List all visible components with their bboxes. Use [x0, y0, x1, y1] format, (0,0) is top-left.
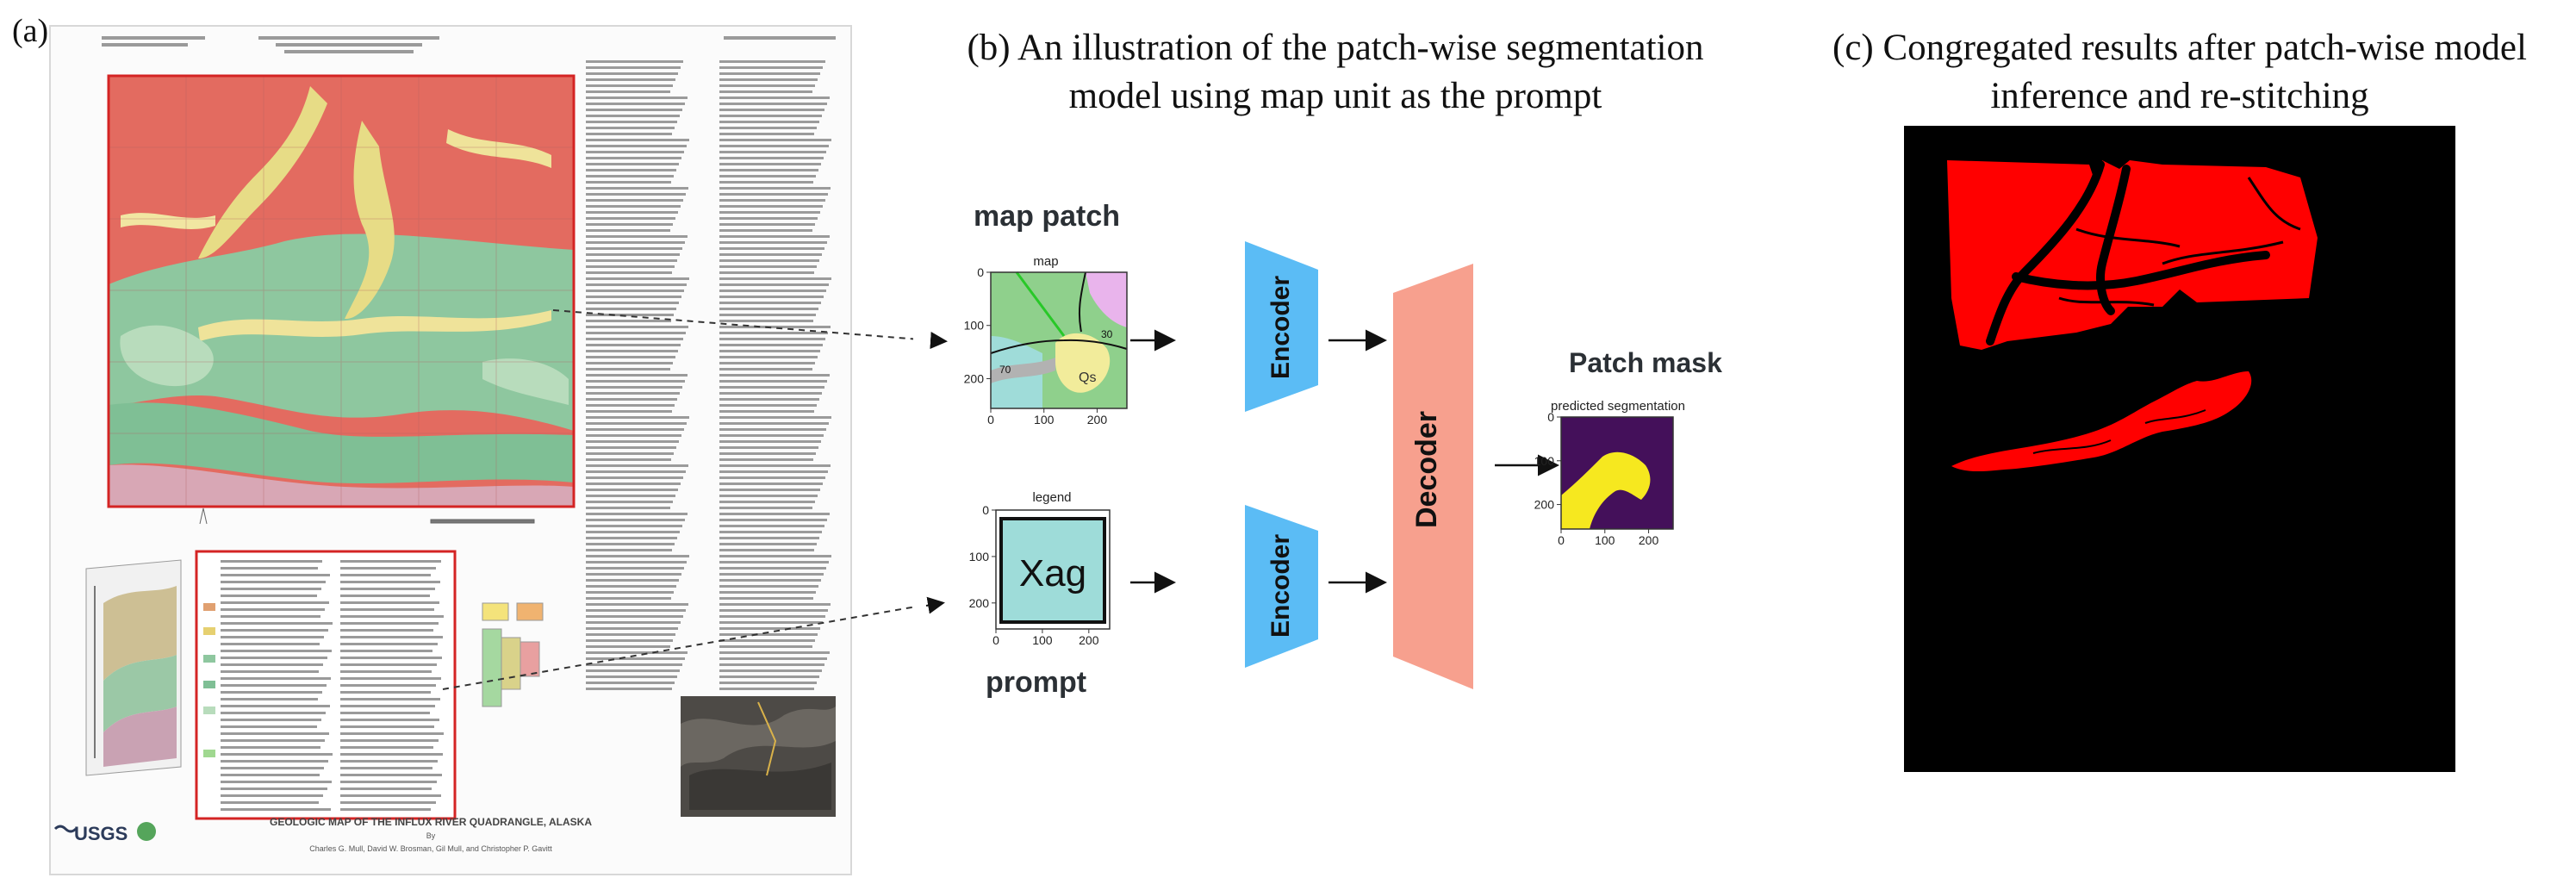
poster-authors: Charles G. Mull, David W. Brosman, Gil M… [309, 844, 552, 853]
map-patch-image: Qs 30 70 [990, 271, 1128, 409]
patch-mask-label: Patch mask [1569, 347, 1722, 378]
x-tick-label: 0 [992, 633, 999, 647]
encoder-top-label: Encoder [1266, 276, 1295, 379]
outcrop-photo [681, 696, 836, 817]
legend-text: Xag [1019, 552, 1086, 595]
panel-c-title: (c) Congregated results after patch-wise… [1792, 24, 2567, 121]
y-tick-label: 200 [964, 371, 985, 385]
mask-inset-title: predicted segmentation [1551, 399, 1685, 414]
svg-text:70: 70 [999, 364, 1011, 376]
x-tick-label: 100 [1034, 413, 1055, 426]
encoder-top [1245, 241, 1318, 412]
x-tick-label: 200 [1087, 413, 1108, 426]
panel-c-title-line2: inference and re-stitching [1990, 76, 2369, 116]
decoder [1393, 264, 1473, 689]
panel-a-label: (a) [12, 13, 49, 49]
x-tick-label: 200 [1079, 633, 1099, 647]
panel-b-title: (b) An illustration of the patch-wise se… [922, 24, 1749, 121]
stitched-result [1904, 126, 2455, 772]
y-tick-label: 200 [969, 596, 990, 610]
poster-byline: By [426, 831, 436, 840]
y-tick-label: 0 [1547, 410, 1554, 424]
panel-b-title-line1: (b) An illustration of the patch-wise se… [967, 28, 1704, 68]
map-inset-title: map [1033, 254, 1058, 269]
cross-section [85, 559, 182, 776]
encoder-bottom [1245, 505, 1318, 668]
usgs-logo: USGS [53, 822, 156, 844]
predicted-mask-image [1560, 416, 1674, 530]
poster-text-columns [586, 60, 831, 690]
x-tick-label: 100 [1032, 633, 1053, 647]
legend-connector-line [442, 606, 913, 690]
prompt-label: prompt [986, 666, 1086, 699]
x-tick-label: 200 [1639, 533, 1659, 547]
result-region-top [1947, 160, 2318, 350]
panel-c-title-line1: (c) Congregated results after patch-wise… [1832, 28, 2527, 68]
decoder-label: Decoder [1410, 411, 1443, 528]
y-tick-label: 0 [982, 503, 989, 517]
x-tick-label: 0 [1558, 533, 1565, 547]
x-tick-label: 0 [987, 413, 994, 426]
svg-text:30: 30 [1101, 328, 1113, 340]
prompt-legend-image: Xag [995, 509, 1111, 630]
y-tick-label: 100 [969, 550, 990, 563]
map-connector-line [552, 309, 913, 340]
svg-text:Qs: Qs [1079, 370, 1096, 385]
legend-inset-title: legend [1032, 490, 1071, 505]
geologic-map-area [107, 74, 576, 508]
map-patch-label: map patch [974, 200, 1120, 233]
result-region-bottom [1951, 371, 2252, 472]
y-tick-label: 100 [1534, 454, 1555, 468]
svg-text:USGS: USGS [74, 823, 128, 844]
x-tick-label: 100 [1595, 533, 1615, 547]
geologic-map-poster: GEOLOGIC MAP OF THE INFLUX RIVER QUADRAN… [49, 25, 913, 875]
panel-b-title-line2: model using map unit as the prompt [1068, 76, 1602, 116]
y-tick-label: 0 [977, 265, 984, 279]
y-tick-label: 100 [964, 319, 985, 333]
y-tick-label: 200 [1534, 498, 1555, 512]
correlation-chart [482, 602, 544, 707]
poster-title: GEOLOGIC MAP OF THE INFLUX RIVER QUADRAN… [270, 816, 592, 828]
encoder-bottom-label: Encoder [1266, 534, 1295, 638]
model-diagram: map patch map Qs 30 70 0 100 200 0 100 200 En… [925, 200, 1722, 699]
